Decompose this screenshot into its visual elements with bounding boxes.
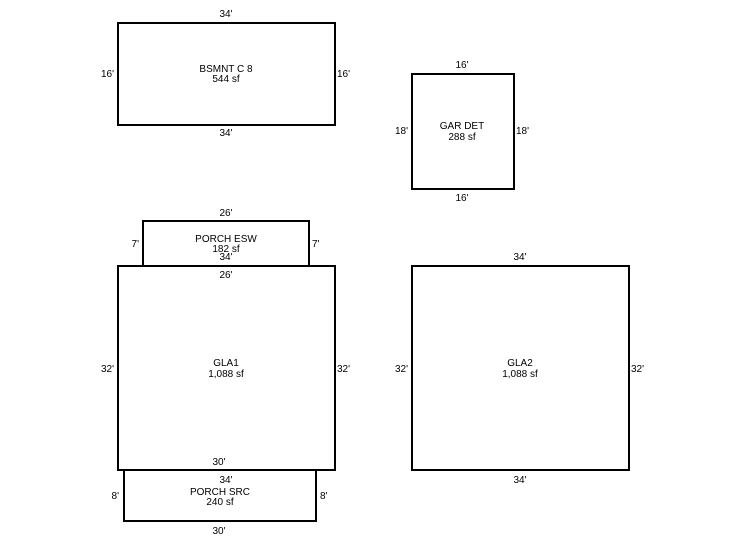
room-gla1-name: GLA1	[213, 358, 239, 369]
room-bsmnt-area: 544 sf	[212, 74, 239, 85]
room-gar-det-outline	[411, 73, 515, 190]
room-gar-det-name: GAR DET	[440, 121, 484, 132]
room-porch-src-name: PORCH SRC	[190, 487, 250, 498]
room-gla2-left-dimension: 32'	[395, 364, 408, 375]
room-bsmnt-name: BSMNT C 8	[199, 64, 253, 75]
room-porch-esw-right-dimension: 7'	[312, 239, 320, 250]
room-gla1: 34' 34' 32' 32' GLA1 1,088 sf	[101, 252, 350, 486]
room-porch-src-outline	[123, 469, 317, 522]
room-gar-det-left-dimension: 18'	[395, 126, 408, 137]
room-porch-src-right-dimension: 8'	[320, 491, 328, 502]
room-gla2-outline	[411, 265, 630, 471]
room-bsmnt: 34' 34' 16' 16' BSMNT C 8 544 sf	[101, 9, 350, 139]
room-gla1-bottom-dimension: 34'	[219, 475, 232, 486]
room-gar-det: 16' 16' 18' 18' GAR DET 288 sf	[395, 60, 529, 204]
room-porch-esw-area: 182 sf	[212, 244, 239, 255]
room-gla2-bottom-dimension: 34'	[513, 475, 526, 486]
room-bsmnt-outline	[117, 22, 336, 126]
room-porch-esw-left-dimension: 7'	[132, 239, 140, 250]
room-gla1-area: 1,088 sf	[208, 369, 244, 380]
room-gla1-right-dimension: 32'	[337, 364, 350, 375]
room-bsmnt-bottom-dimension: 34'	[219, 128, 232, 139]
room-porch-src-left-dimension: 8'	[112, 491, 120, 502]
room-gla1-top-dimension: 34'	[219, 252, 232, 263]
room-gar-det-bottom-dimension: 16'	[455, 193, 468, 204]
room-porch-src-area: 240 sf	[206, 497, 233, 508]
room-porch-esw-bottom-dimension: 26'	[219, 270, 232, 281]
room-porch-src: 30' 30' 8' 8' PORCH SRC 240 sf	[112, 457, 328, 537]
room-bsmnt-top-dimension: 34'	[219, 9, 232, 20]
room-gla1-left-dimension: 32'	[101, 364, 114, 375]
room-porch-src-bottom-dimension: 30'	[212, 526, 225, 537]
room-gla2: 34' 34' 32' 32' GLA2 1,088 sf	[395, 252, 644, 486]
room-gla2-right-dimension: 32'	[631, 364, 644, 375]
room-porch-esw-top-dimension: 26'	[219, 208, 232, 219]
room-gar-det-top-dimension: 16'	[455, 60, 468, 71]
room-bsmnt-right-dimension: 16'	[337, 69, 350, 80]
room-gla2-area: 1,088 sf	[502, 369, 538, 380]
room-porch-esw-name: PORCH ESW	[195, 234, 257, 245]
room-gla2-name: GLA2	[507, 358, 533, 369]
room-porch-src-top-dimension: 30'	[212, 457, 225, 468]
room-gar-det-right-dimension: 18'	[516, 126, 529, 137]
room-gla2-top-dimension: 34'	[513, 252, 526, 263]
room-bsmnt-left-dimension: 16'	[101, 69, 114, 80]
room-gar-det-area: 288 sf	[448, 132, 475, 143]
room-porch-esw: 26' 26' 7' 7' PORCH ESW 182 sf	[132, 208, 320, 281]
